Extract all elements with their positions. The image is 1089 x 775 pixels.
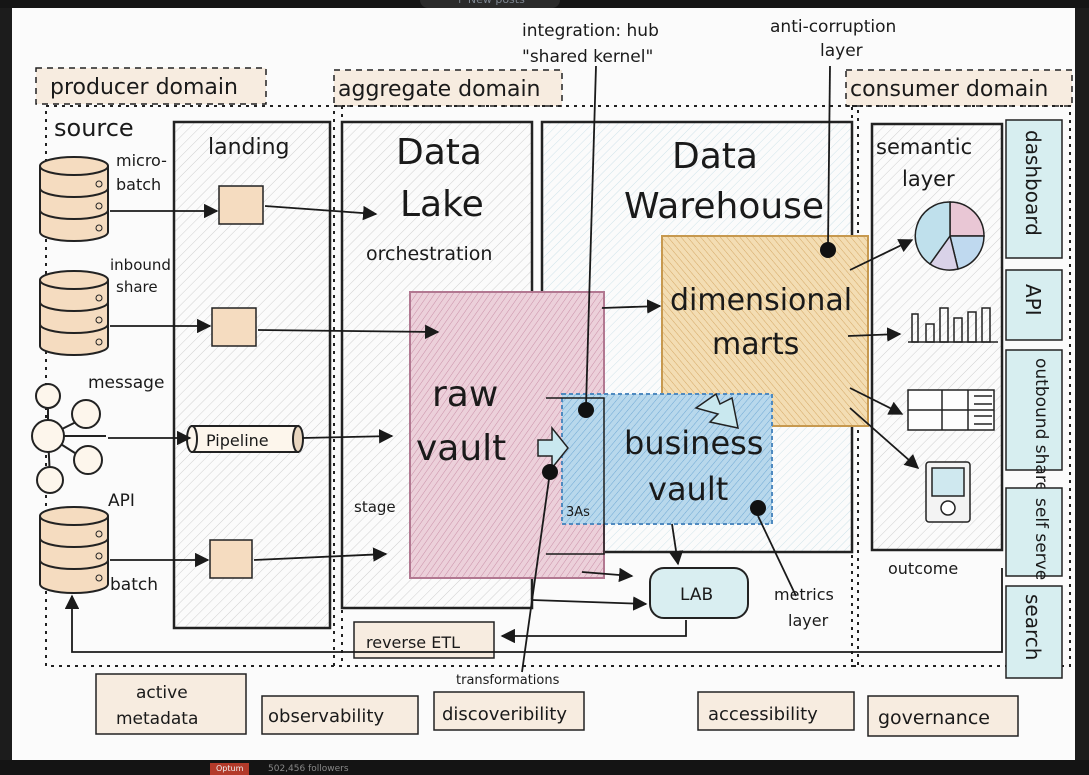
- batch-label: batch: [110, 575, 158, 595]
- outcome-label: outcome: [888, 559, 958, 578]
- architecture-diagram: producer domain aggregate domain consume…: [12, 8, 1075, 760]
- landing-box-micro-batch: [218, 185, 264, 225]
- bottom-bar: Optum 502,456 followers: [0, 760, 1089, 775]
- svg-text:self serve: self serve: [1031, 498, 1051, 580]
- acl-callout-line2: layer: [820, 41, 863, 61]
- svg-text:API: API: [1021, 284, 1045, 316]
- metrics-layer-label-2: layer: [788, 611, 829, 630]
- accessibility-tag: accessibility: [697, 691, 855, 731]
- svg-text:observability: observability: [268, 706, 384, 727]
- inbound-share-label-1: inbound: [110, 256, 171, 274]
- company-badge[interactable]: Optum: [210, 763, 250, 775]
- consumer-tab-self-serve[interactable]: self serve: [1005, 487, 1063, 580]
- consumer-tab-api[interactable]: API: [1005, 269, 1063, 341]
- source-title: source: [54, 114, 134, 142]
- svg-text:outbound share: outbound share: [1031, 358, 1051, 492]
- discoverability-tag: discoveribility: [433, 691, 585, 731]
- three-as-label: 3As: [566, 505, 590, 520]
- api-source-label: API: [108, 491, 135, 511]
- producer-domain-tag: producer domain: [35, 67, 267, 105]
- svg-text:dashboard: dashboard: [1021, 130, 1045, 236]
- new-posts-pill[interactable]: ↑ New posts: [420, 0, 560, 8]
- micro-batch-label-2: batch: [116, 175, 161, 194]
- stage-label: stage: [354, 498, 396, 516]
- business-vault-label-2: vault: [648, 470, 728, 508]
- svg-text:accessibility: accessibility: [708, 704, 818, 725]
- pipeline-label: Pipeline: [206, 431, 269, 450]
- dimensional-marts-label-1: dimensional: [670, 283, 852, 318]
- landing-box-batch: [209, 539, 253, 579]
- device-icon: [925, 461, 971, 523]
- semantic-label-1: semantic: [876, 135, 972, 159]
- data-lake-title-1: Data: [396, 132, 482, 173]
- business-to-marts-block-arrow: [694, 392, 739, 429]
- observability-tag: observability: [261, 695, 419, 735]
- semantic-label-2: layer: [902, 167, 955, 191]
- consumer-tab-search[interactable]: search: [1005, 585, 1063, 679]
- data-lake-title-2: Lake: [400, 184, 484, 225]
- consumer-tab-outbound-share[interactable]: outbound share: [1005, 349, 1063, 492]
- transformations-dot: [542, 464, 558, 480]
- active-metadata-tag: active metadata: [95, 673, 247, 735]
- business-vault: [561, 393, 773, 525]
- transformations-label: transformations: [456, 673, 560, 688]
- orchestration-label: orchestration: [366, 243, 492, 265]
- lab-box: [649, 567, 749, 619]
- svg-text:search: search: [1021, 594, 1045, 660]
- raw-vault-label-2: vault: [416, 428, 506, 469]
- message-label: message: [88, 373, 164, 393]
- metrics-dot: [750, 500, 766, 516]
- table-icon: [907, 389, 995, 431]
- landing-title: landing: [208, 135, 290, 160]
- pipeline-cylinder: [186, 425, 304, 453]
- consumer-domain-boundary: [851, 105, 1071, 667]
- micro-batch-database-icon: [39, 156, 109, 242]
- data-warehouse-title-1: Data: [672, 136, 758, 177]
- business-vault-label-1: business: [624, 424, 763, 462]
- governance-tag: governance: [867, 695, 1019, 737]
- metrics-layer-label-1: metrics: [774, 585, 834, 604]
- svg-text:governance: governance: [878, 707, 990, 729]
- integration-dot: [578, 402, 594, 418]
- dimensional-marts-label-2: marts: [712, 327, 799, 362]
- svg-text:discoveribility: discoveribility: [442, 704, 567, 725]
- followers-count: 502,456 followers: [268, 764, 349, 774]
- svg-text:active: active: [136, 683, 188, 703]
- message-network-icon: [31, 383, 106, 494]
- inbound-share-database-icon: [39, 270, 109, 356]
- aggregate-domain-boundary: [333, 105, 859, 667]
- svg-text:metadata: metadata: [116, 709, 198, 729]
- inbound-share-label-2: share: [116, 278, 158, 296]
- data-warehouse-title-2: Warehouse: [624, 186, 824, 227]
- svg-text:producer domain: producer domain: [50, 75, 238, 100]
- lab-label: LAB: [680, 585, 713, 605]
- pie-chart-icon: [914, 201, 985, 271]
- consumer-tab-dashboard[interactable]: dashboard: [1005, 119, 1063, 259]
- integration-callout-line2: "shared kernel": [522, 47, 653, 67]
- diagram-svg: producer domain aggregate domain consume…: [31, 17, 1073, 737]
- acl-callout-line1: anti-corruption: [770, 17, 896, 37]
- top-bar: ↑ New posts: [0, 0, 1089, 8]
- integration-callout-line1: integration: hub: [522, 21, 659, 41]
- consumer-domain-tag: consumer domain: [845, 69, 1073, 107]
- svg-text:consumer domain: consumer domain: [850, 77, 1048, 102]
- micro-batch-label-1: micro-: [116, 151, 167, 170]
- reverse-etl-label: reverse ETL: [366, 633, 460, 652]
- raw-vault-label-1: raw: [432, 374, 498, 415]
- api-batch-database-icon: [39, 506, 109, 594]
- flow-arrows: [64, 65, 1003, 673]
- acl-dot: [820, 242, 836, 258]
- aggregate-domain-tag: aggregate domain: [333, 69, 563, 107]
- svg-text:aggregate domain: aggregate domain: [338, 77, 541, 102]
- raw-to-business-block-arrow: [537, 425, 569, 471]
- bar-chart-icon: [908, 307, 998, 343]
- landing-box-inbound: [211, 307, 257, 347]
